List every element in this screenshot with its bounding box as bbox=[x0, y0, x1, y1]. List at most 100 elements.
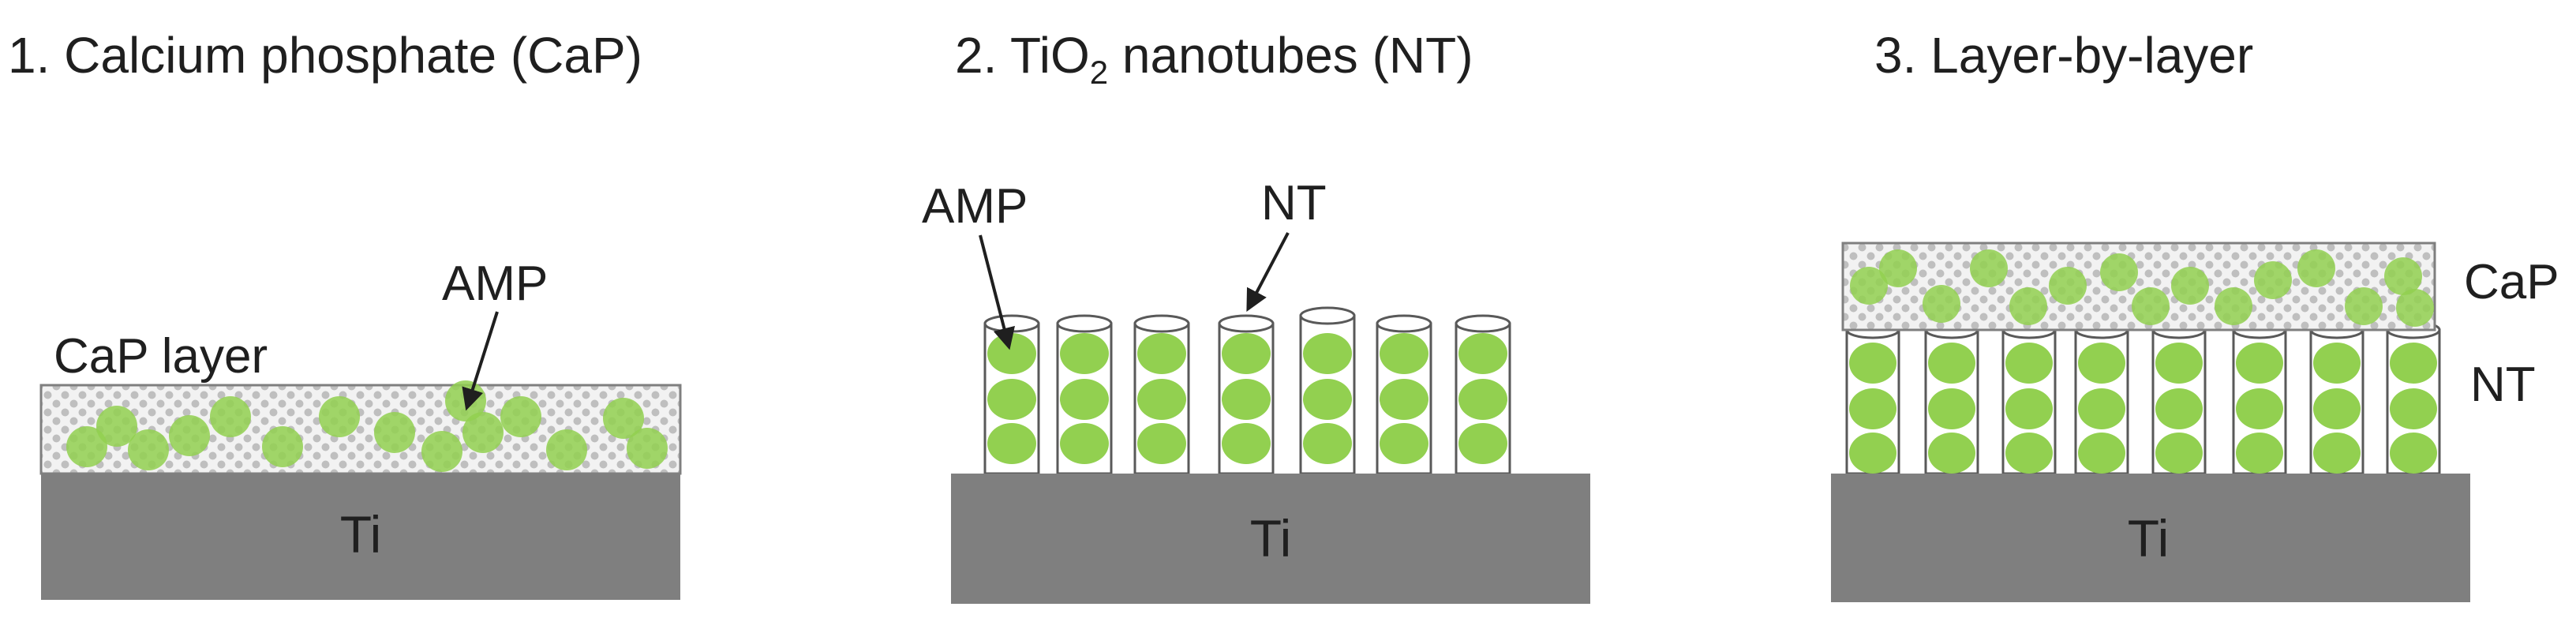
nanotube-opening bbox=[1299, 306, 1356, 325]
nanotube bbox=[2151, 320, 2207, 475]
panel-2-amp-arrow bbox=[979, 234, 1015, 350]
amp-particle bbox=[603, 398, 644, 439]
nanotube bbox=[2001, 320, 2057, 475]
amp-particle bbox=[66, 426, 107, 467]
amp-particle bbox=[627, 428, 668, 469]
panel-2-title-suffix: nanotubes (NT) bbox=[1108, 27, 1473, 84]
amp-particle bbox=[2313, 433, 2361, 474]
nanotube bbox=[1376, 314, 1432, 475]
amp-particle bbox=[2155, 343, 2203, 384]
nanotube bbox=[1056, 314, 1113, 475]
panel-1-amp-arrow bbox=[462, 311, 499, 411]
amp-particle bbox=[1458, 333, 1507, 374]
nanotube bbox=[2386, 320, 2441, 475]
amp-particle bbox=[1060, 379, 1109, 420]
nanotube-opening bbox=[1056, 314, 1113, 333]
amp-particle bbox=[1303, 333, 1352, 374]
amp-particle bbox=[169, 415, 210, 456]
panel-1-ti-label: Ti bbox=[340, 505, 382, 564]
amp-particle bbox=[1222, 379, 1271, 420]
amp-particle bbox=[2171, 267, 2209, 305]
amp-particle bbox=[1458, 379, 1507, 420]
panel-3-cap-label: CaP bbox=[2464, 255, 2559, 309]
amp-particle bbox=[2236, 388, 2283, 429]
panel-1-amp-label: AMP bbox=[442, 257, 548, 311]
amp-particle bbox=[1970, 249, 2008, 287]
nanotube bbox=[983, 314, 1040, 475]
nanotube-opening bbox=[1376, 314, 1432, 333]
amp-particle bbox=[1380, 423, 1428, 464]
amp-particle bbox=[2313, 343, 2361, 384]
panel-2-nanotube-array bbox=[983, 306, 1511, 475]
nanotube-opening bbox=[1455, 314, 1511, 333]
amp-particle bbox=[445, 380, 486, 421]
nanotube bbox=[1455, 314, 1511, 475]
amp-particle bbox=[2215, 287, 2252, 325]
amp-particle bbox=[1849, 433, 1896, 474]
amp-particle bbox=[987, 379, 1036, 420]
amp-particle bbox=[2005, 388, 2053, 429]
panel-1-amp-particles bbox=[66, 380, 668, 472]
panel-3-nanotube-array bbox=[1845, 320, 2441, 475]
amp-particle bbox=[2390, 388, 2437, 429]
amp-particle bbox=[1222, 423, 1271, 464]
amp-particle bbox=[421, 431, 462, 472]
amp-particle bbox=[2078, 433, 2125, 474]
amp-particle bbox=[1222, 333, 1271, 374]
panel-2-title-subscript: 2 bbox=[1090, 54, 1108, 91]
amp-particle bbox=[1928, 388, 1975, 429]
amp-particle bbox=[500, 396, 541, 437]
panel-2-nt-label: NT bbox=[1261, 176, 1327, 230]
amp-particle bbox=[2005, 343, 2053, 384]
amp-particle bbox=[1923, 285, 1960, 323]
panel-3-ti-substrate bbox=[1831, 474, 2470, 602]
amp-particle bbox=[1303, 379, 1352, 420]
amp-particle bbox=[2390, 343, 2437, 384]
amp-particle bbox=[2384, 257, 2422, 295]
amp-particle bbox=[319, 396, 360, 437]
amp-particle bbox=[2132, 287, 2170, 325]
amp-particle bbox=[1849, 388, 1896, 429]
panel-3-layer-by-layer: 3. Layer-by-layer Ti CaP NT bbox=[1831, 27, 2559, 602]
panel-2-nt-arrow bbox=[1246, 232, 1290, 312]
panel-1-calcium-phosphate: 1. Calcium phosphate (CaP) Ti CaP layer … bbox=[8, 27, 682, 600]
amp-particle bbox=[1928, 433, 1975, 474]
amp-particle bbox=[262, 426, 303, 467]
amp-particle bbox=[2390, 433, 2437, 474]
amp-particle bbox=[2009, 287, 2047, 325]
panel-2-ti-label: Ti bbox=[1250, 509, 1292, 567]
amp-particle bbox=[462, 412, 504, 453]
amp-particle bbox=[1060, 333, 1109, 374]
panel-2-amp-label: AMP bbox=[922, 179, 1028, 234]
nanotube bbox=[1845, 320, 1900, 475]
amp-particle bbox=[2313, 388, 2361, 429]
amp-particle bbox=[2236, 343, 2283, 384]
amp-particle bbox=[1137, 333, 1186, 374]
amp-particle bbox=[2236, 433, 2283, 474]
nanotube-opening bbox=[1133, 314, 1190, 333]
nanotube bbox=[2309, 320, 2364, 475]
nanotube bbox=[1299, 306, 1356, 475]
amp-particle bbox=[2345, 287, 2383, 325]
amp-particle bbox=[1137, 423, 1186, 464]
amp-particle bbox=[96, 406, 137, 447]
nanotube bbox=[1924, 320, 1979, 475]
amp-particle bbox=[2049, 267, 2087, 305]
panel-3-amp-particles bbox=[1850, 249, 2434, 327]
panel-1-title: 1. Calcium phosphate (CaP) bbox=[8, 27, 642, 84]
amp-particle bbox=[1458, 423, 1507, 464]
amp-particle bbox=[128, 429, 169, 470]
amp-particle bbox=[1380, 379, 1428, 420]
amp-particle bbox=[210, 396, 251, 437]
panel-3-title: 3. Layer-by-layer bbox=[1874, 27, 2253, 84]
panel-2-tio2-nanotubes: 2. TiO2 nanotubes (NT) Ti AMP NT bbox=[922, 27, 1590, 604]
amp-particle bbox=[2078, 388, 2125, 429]
amp-particle bbox=[1849, 343, 1896, 384]
amp-particle bbox=[1060, 423, 1109, 464]
amp-particle bbox=[2155, 433, 2203, 474]
amp-particle bbox=[2297, 249, 2335, 287]
panel-1-cap-layer-label: CaP layer bbox=[54, 329, 268, 384]
amp-particle bbox=[1303, 423, 1352, 464]
nanotube-opening bbox=[983, 314, 1040, 333]
